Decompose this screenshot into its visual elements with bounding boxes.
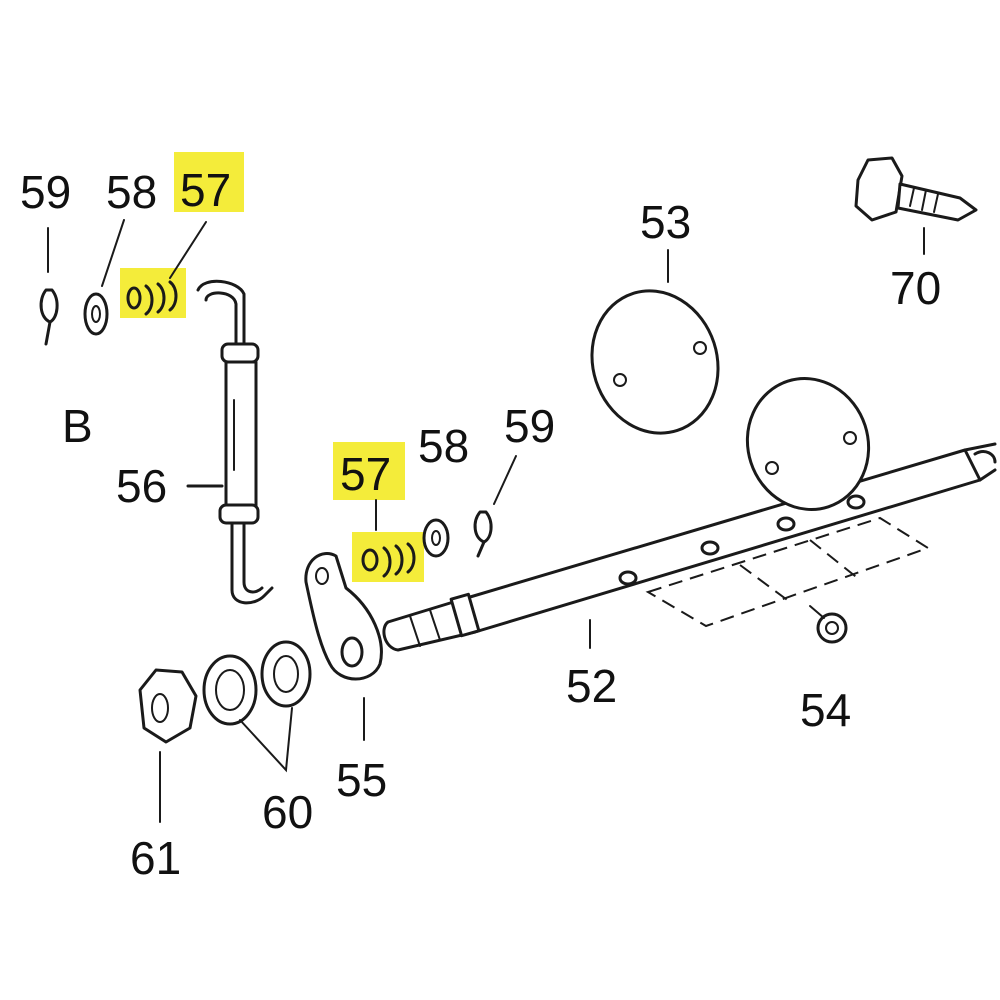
- plate-53-front: [590, 249, 720, 435]
- spring-right: [361, 499, 416, 578]
- callout-57-right: 57: [340, 448, 391, 500]
- nut-61: [138, 668, 198, 823]
- callout-59-left: 59: [20, 166, 71, 218]
- washer-60-outer: [202, 654, 258, 726]
- section-letter: B: [62, 400, 93, 452]
- spring-left: [126, 221, 207, 316]
- lever-55: [304, 552, 383, 741]
- callout-53: 53: [640, 196, 691, 248]
- highlight-left-57: [174, 152, 244, 212]
- leader-60: [239, 707, 293, 773]
- callout-58-left: 58: [106, 166, 157, 218]
- highlight-right-57: [333, 442, 405, 500]
- callout-61: 61: [130, 832, 181, 884]
- callout-70: 70: [890, 262, 941, 314]
- callout-59-right: 59: [504, 400, 555, 452]
- dashed-plate: [645, 516, 931, 628]
- washer-left: [83, 219, 125, 336]
- washer-right: [422, 518, 450, 558]
- rod-56: [186, 279, 274, 605]
- shaft-52: [382, 442, 997, 652]
- callout-56: 56: [116, 460, 167, 512]
- callout-57-left: 57: [180, 164, 231, 216]
- callout-55: 55: [336, 754, 387, 806]
- cotter-pin-right: [473, 455, 517, 558]
- plate-53-rear: [745, 377, 871, 511]
- bolt-70: [854, 156, 978, 255]
- washer-60-inner: [260, 640, 312, 708]
- cotter-pin-left: [39, 227, 59, 346]
- callout-60: 60: [262, 786, 313, 838]
- bolt-54: [809, 605, 848, 644]
- callout-58-right: 58: [418, 420, 469, 472]
- callout-54: 54: [800, 684, 851, 736]
- callout-52: 52: [566, 660, 617, 712]
